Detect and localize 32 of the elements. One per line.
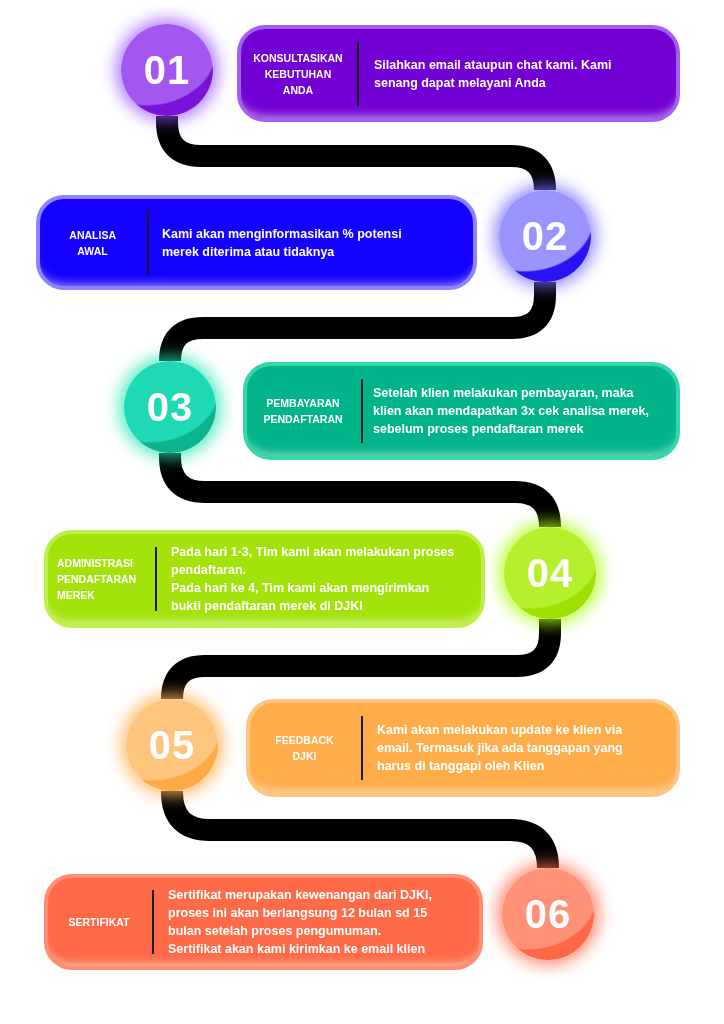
step-description: Pada hari ke 4, Tim kami akan mengirimkan bukti pendaftaran merek di DJKI — [171, 580, 431, 615]
step-number: 01 — [143, 48, 191, 92]
step-number-circle — [124, 361, 216, 453]
step-title: KONSULTASIKAN KEBUTUHAN ANDA — [253, 50, 343, 98]
step-description: Sertifikat akan kami kirimkan ke email klien — [168, 941, 427, 958]
step-number: 05 — [148, 723, 196, 767]
step-number: 04 — [526, 551, 574, 595]
step-description: Sertifikat merupakan kewenangan dari DJKI, proses ini akan berlangsung 12 bulan sd 15 bulan setelah proses pengumuman. — [168, 887, 433, 940]
step-description: Pada hari 1-3, Tim kami akan melakukan proses pendaftaran. — [171, 544, 456, 579]
step-title: ADMINISTRASI PENDAFTARAN MEREK — [57, 556, 137, 603]
step-description: Setelah klien melakukan pembayaran, maka klien akan mendapatkan 3x cek analisa merek, sebelum proses pendaftaran merek — [373, 385, 650, 438]
step-number: 06 — [524, 892, 572, 936]
step-title: SERTIFIKAT — [68, 915, 130, 930]
step-title: FEEDBACK DJKI — [275, 733, 334, 764]
step-number-circle — [504, 527, 596, 619]
step-card — [237, 25, 680, 122]
step-title: ANALISA AWAL — [69, 227, 116, 259]
step-number-circle — [126, 699, 218, 791]
step-number: 03 — [146, 385, 194, 429]
step-description: Silahkan email ataupun chat kami. Kami senang dapat melayani Anda — [374, 56, 613, 92]
step-card — [243, 362, 680, 460]
step-card — [44, 874, 483, 970]
step-card — [36, 195, 477, 290]
step-number-circle — [502, 868, 594, 960]
step-number-circle — [121, 24, 213, 116]
step-number-circle — [499, 190, 591, 282]
step-description: Kami akan menginformasikan % potensi merek diterima atau tidaknya — [162, 225, 403, 261]
step-card — [246, 699, 680, 797]
step-card — [44, 530, 485, 628]
step-description: Kami akan melakukan update ke klien via email. Termasuk jika ada tanggapan yang harus di tanggapi oleh Klien — [377, 722, 624, 775]
step-title: PEMBAYARAN PENDAFTARAN — [263, 396, 343, 427]
step-number: 02 — [521, 214, 569, 258]
